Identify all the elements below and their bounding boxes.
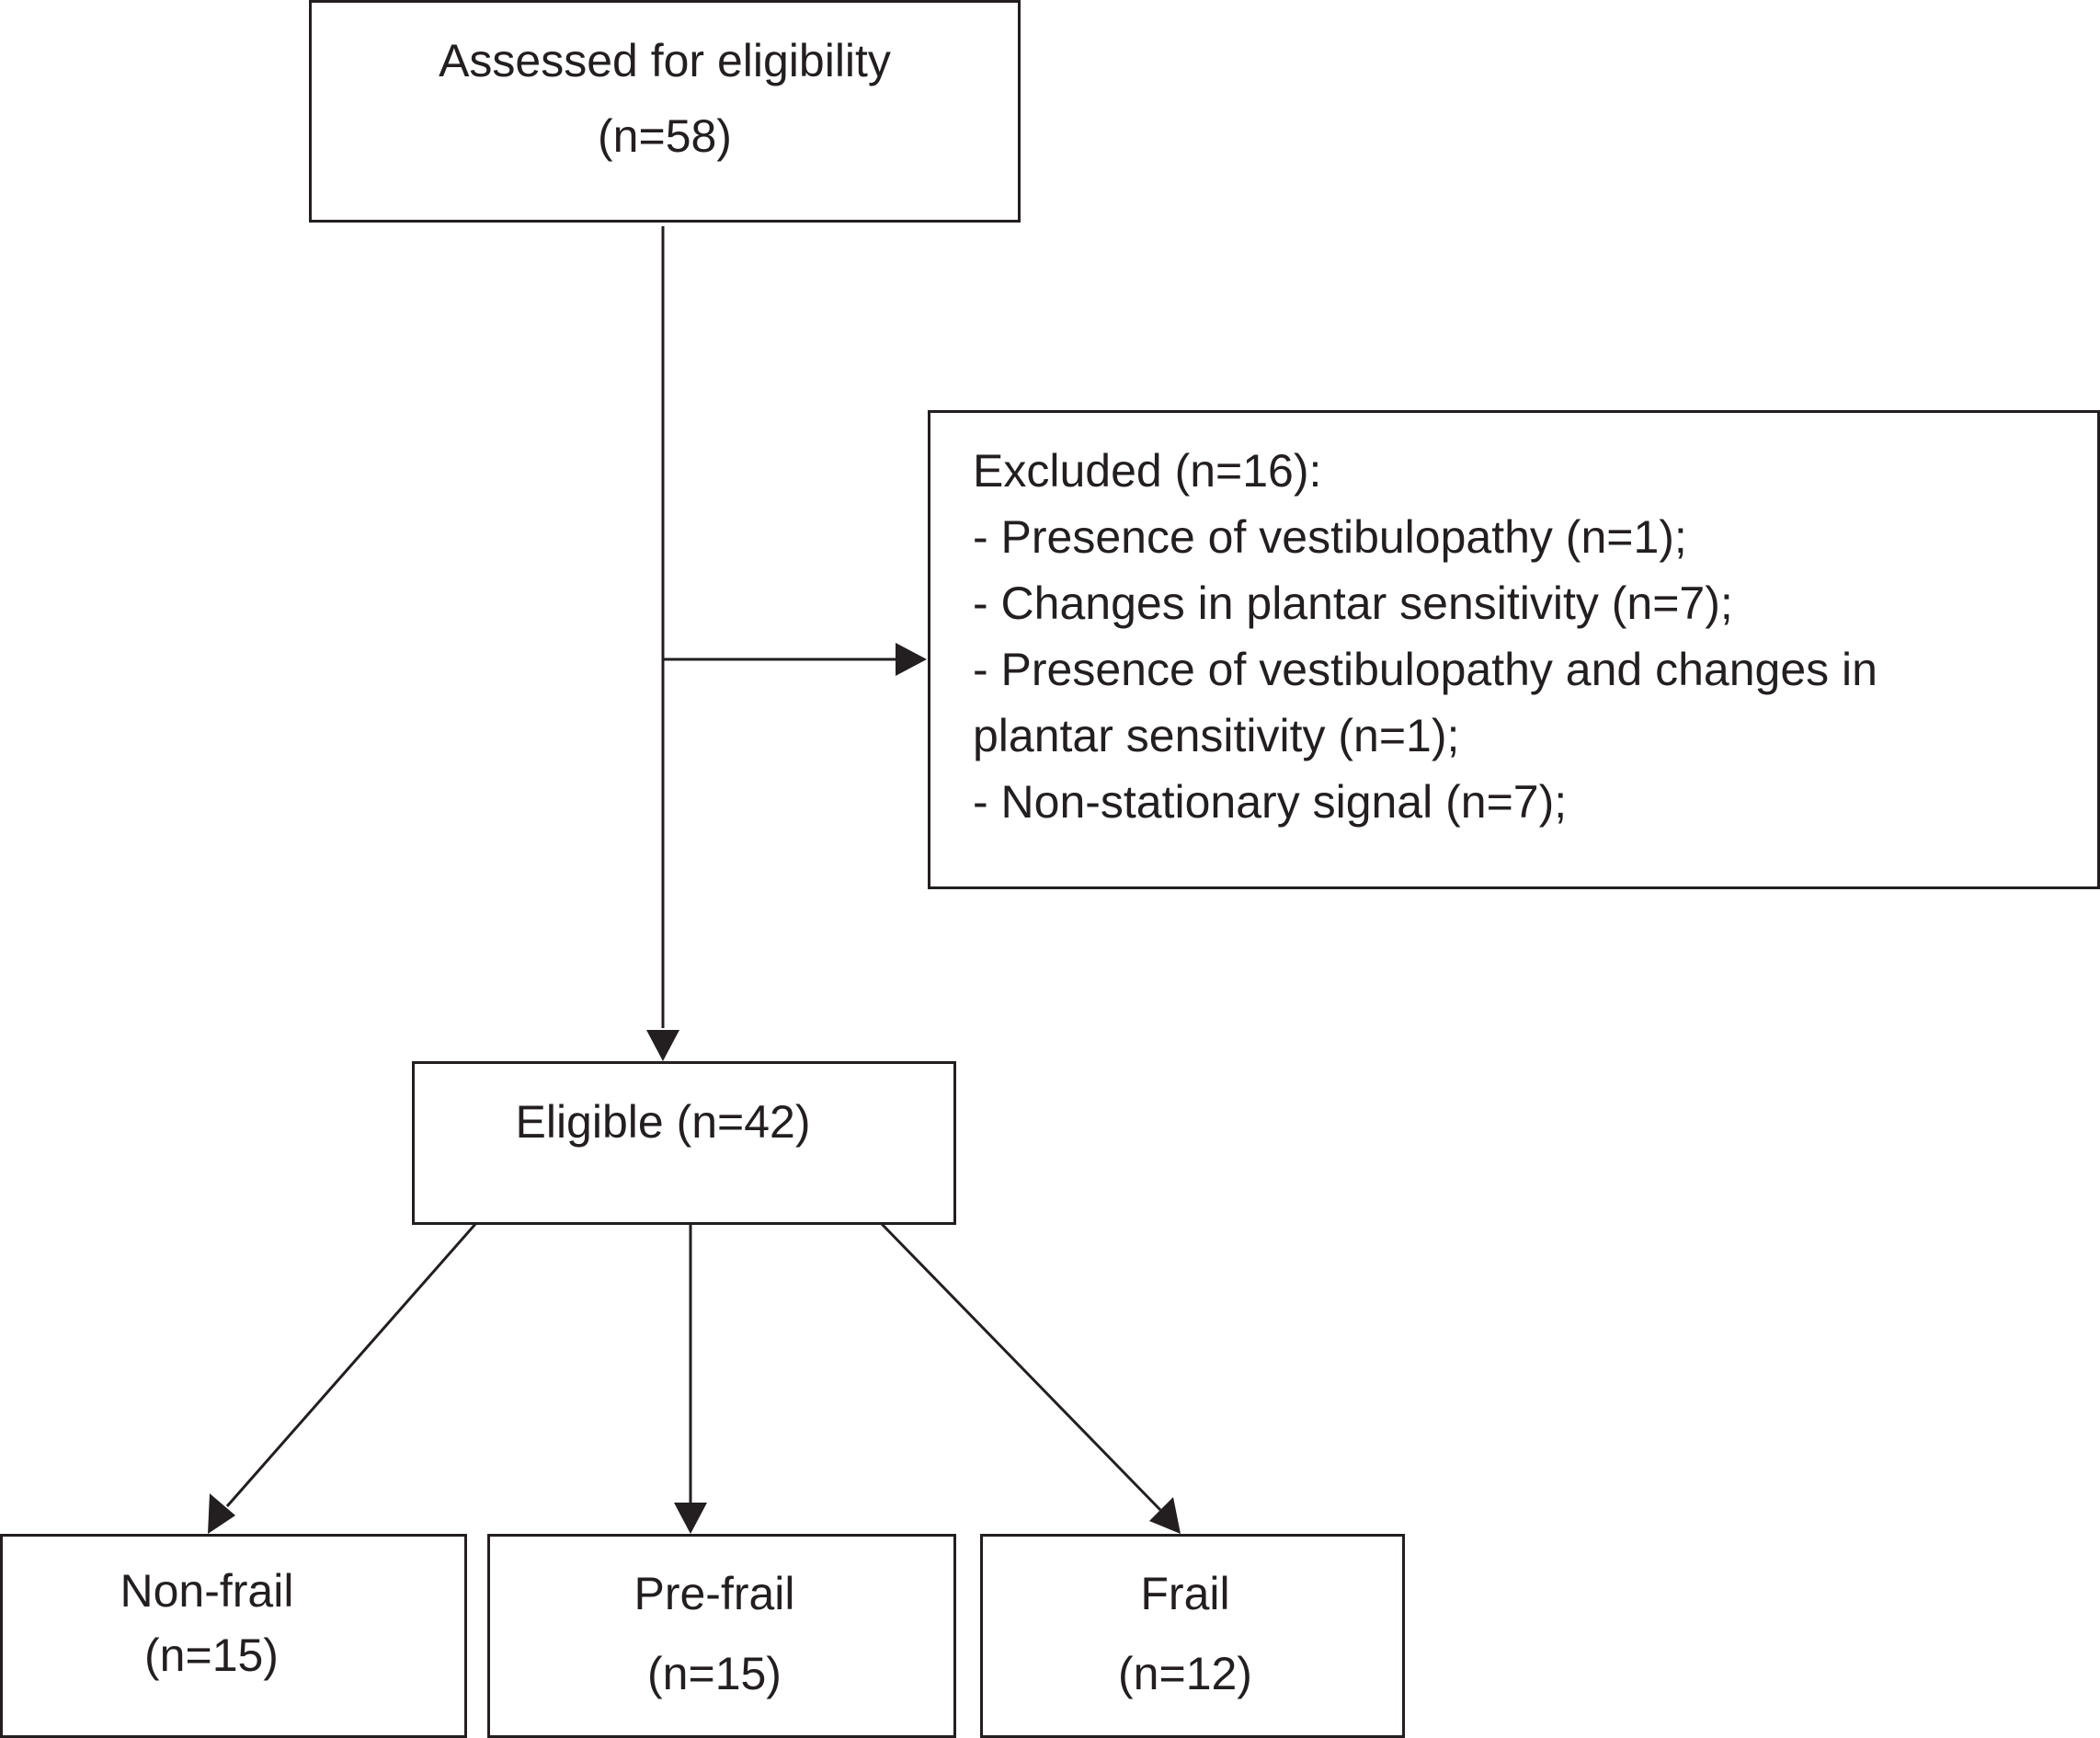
eligible-label: Eligible (n=42) bbox=[515, 1096, 811, 1148]
group-count: (n=15) bbox=[647, 1648, 782, 1699]
connector-to-non-frail bbox=[225, 1222, 478, 1507]
excluded-reason-continued: plantar sensitivity (n=1); bbox=[973, 710, 1460, 761]
excluded-reason: - Presence of vestibulopathy and changes… bbox=[973, 644, 1877, 695]
assessed-label: Assessed for eligibility bbox=[439, 35, 891, 86]
excluded-box bbox=[928, 410, 2100, 889]
eligible-box bbox=[412, 1061, 956, 1225]
connector-to-frail bbox=[879, 1221, 1162, 1512]
excluded-title: Excluded (n=16): bbox=[973, 445, 1322, 497]
group-count: (n=15) bbox=[144, 1629, 279, 1681]
group-box-frail bbox=[980, 1534, 1405, 1738]
arrowhead-pre-frail bbox=[674, 1503, 707, 1534]
arrowhead-eligible bbox=[646, 1030, 679, 1061]
excluded-reason: - Presence of vestibulopathy (n=1); bbox=[973, 511, 1687, 563]
arrowhead-non-frail bbox=[208, 1493, 235, 1534]
group-box-pre-frail bbox=[487, 1534, 956, 1738]
assessed-box bbox=[309, 0, 1021, 223]
excluded-reason: - Changes in plantar sensitivity (n=7); bbox=[973, 577, 1733, 629]
excluded-reason: - Non-stationary signal (n=7); bbox=[973, 776, 1568, 828]
arrowhead-excluded bbox=[896, 643, 927, 676]
assessed-count: (n=58) bbox=[598, 110, 732, 162]
group-label: Pre-frail bbox=[633, 1568, 795, 1619]
arrowhead-frail bbox=[1149, 1497, 1181, 1534]
group-box-non-frail bbox=[0, 1534, 467, 1738]
group-label: Frail bbox=[1140, 1568, 1230, 1619]
group-label: Non-frail bbox=[120, 1565, 294, 1617]
group-count: (n=12) bbox=[1118, 1648, 1252, 1699]
